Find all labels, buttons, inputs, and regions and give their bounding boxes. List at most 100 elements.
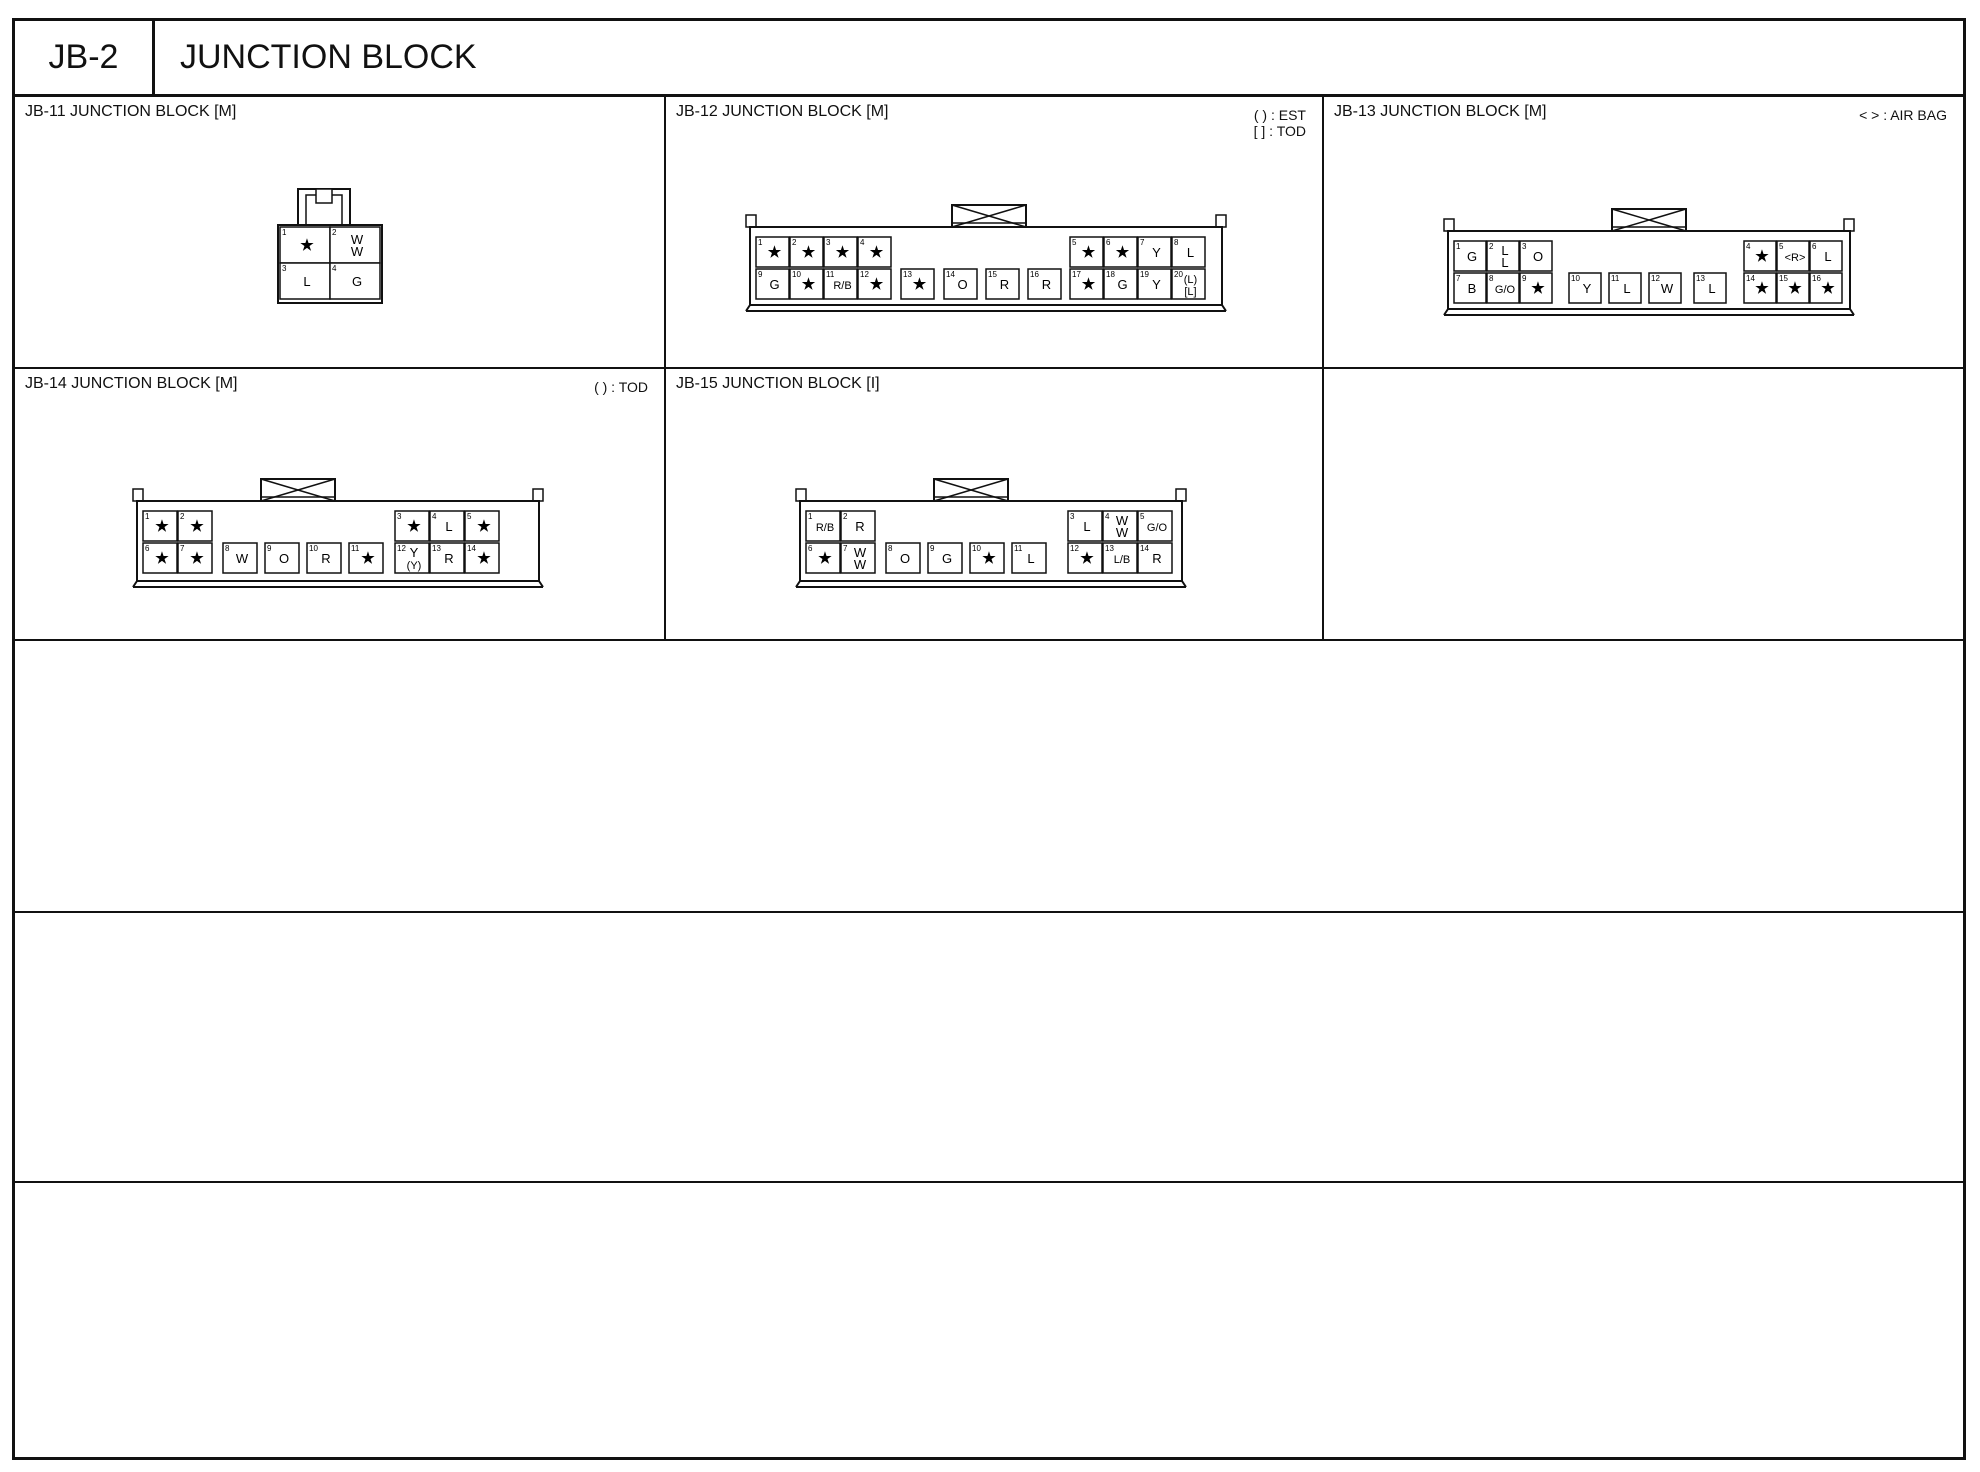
terminal-number: 5 [467, 512, 472, 521]
star-icon: ★ [1821, 280, 1835, 297]
star-icon: ★ [1116, 244, 1130, 261]
terminal-6: 6★ [142, 542, 178, 574]
terminal-7: 7★ [177, 542, 213, 574]
terminal-8: 8G/O [1486, 272, 1520, 304]
star-icon: ★ [1755, 280, 1769, 297]
connector-post [132, 488, 144, 502]
connector-post [1215, 214, 1227, 228]
connector-post [745, 214, 757, 228]
lock-tab-icon [1611, 208, 1687, 232]
terminal-13: 13L [1693, 272, 1727, 304]
terminal-cell [1453, 240, 1487, 272]
wire-color-label: L [1083, 519, 1090, 534]
terminal-10: 10R [306, 542, 342, 574]
terminal-number: 1 [758, 238, 763, 247]
terminal-3: 3L [1067, 510, 1103, 542]
diagram-sheet: JB-2 JUNCTION BLOCK JB-11 JUNCTION BLOCK… [12, 18, 1966, 1460]
wire-color-label: W [1116, 513, 1129, 528]
terminal-number: 2 [180, 512, 185, 521]
star-icon: ★ [477, 518, 491, 535]
terminal-number: 17 [1072, 270, 1081, 279]
terminal-12: 12★ [857, 268, 892, 300]
terminal-cell [857, 268, 892, 300]
terminal-4: 4L [429, 510, 465, 542]
terminal-number: 10 [792, 270, 801, 279]
terminal-6: 6★ [1103, 236, 1138, 268]
terminal-5: 5<R> [1776, 240, 1810, 272]
terminal-1: 1★ [142, 510, 178, 542]
lock-tab-icon [951, 204, 1027, 228]
terminal-1: 1★ [279, 226, 331, 264]
panel-title: JB-12 JUNCTION BLOCK [M] [676, 103, 889, 120]
wire-color-label: W [351, 232, 364, 247]
terminal-number: 13 [903, 270, 912, 279]
terminal-cell [1103, 268, 1138, 300]
wire-color-label: L [1501, 243, 1508, 258]
terminal-16: 16R [1027, 268, 1062, 300]
connector-base [1849, 308, 1855, 316]
terminal-number: 2 [332, 228, 337, 237]
terminal-number: 14 [946, 270, 955, 279]
wire-color-label: [L] [1184, 286, 1196, 298]
terminal-cell [755, 268, 790, 300]
terminal-number: 6 [145, 544, 150, 553]
star-icon: ★ [1082, 244, 1096, 261]
panel-jb13: JB-13 JUNCTION BLOCK [M] < > : AIR BAG 1… [1324, 97, 1963, 369]
star-icon: ★ [361, 550, 375, 567]
wire-color-label: G [1467, 249, 1477, 264]
star-icon: ★ [1082, 276, 1096, 293]
terminal-3: 3★ [394, 510, 430, 542]
terminal-cell [985, 268, 1020, 300]
wire-color-label: R [855, 519, 864, 534]
wire-color-label: L [1027, 551, 1034, 566]
terminal-7: 7B [1453, 272, 1487, 304]
terminal-cell [279, 262, 331, 300]
terminal-number: 1 [145, 512, 150, 521]
terminal-number: 6 [808, 544, 813, 553]
terminal-number: 3 [282, 264, 287, 273]
terminal-cell [823, 268, 858, 300]
panel-title: JB-15 JUNCTION BLOCK [I] [676, 375, 880, 392]
terminal-3: 3O [1519, 240, 1553, 272]
terminal-cell [1743, 240, 1777, 272]
terminal-cell [840, 542, 876, 574]
terminal-cell [394, 542, 430, 574]
terminal-number: 6 [1812, 242, 1817, 251]
wire-color-label: O [279, 551, 289, 566]
terminal-cell [1648, 272, 1682, 304]
terminal-number: 2 [792, 238, 797, 247]
terminal-cell [1067, 510, 1103, 542]
terminal-number: 9 [930, 544, 935, 553]
terminal-number: 8 [225, 544, 230, 553]
terminal-cell [1137, 236, 1172, 268]
terminal-number: 4 [1746, 242, 1751, 251]
sheet-id: JB-2 [15, 21, 155, 94]
connector-post [1175, 488, 1187, 502]
terminal-cell [900, 268, 935, 300]
terminal-cell [222, 542, 258, 574]
terminal-11: 11R/B [823, 268, 858, 300]
terminal-cell [1171, 268, 1206, 300]
wire-color-label: R [1152, 551, 1161, 566]
terminal-number: 16 [1030, 270, 1039, 279]
terminal-number: 14 [467, 544, 476, 553]
connector-base [1443, 308, 1449, 316]
wire-color-label: L [445, 519, 452, 534]
connector-housing [277, 224, 383, 304]
terminal-number: 10 [972, 544, 981, 553]
terminal-cell [1137, 542, 1173, 574]
terminal-number: 3 [397, 512, 402, 521]
terminal-cell [1171, 236, 1206, 268]
terminal-cell [279, 226, 331, 264]
connector-base [132, 580, 138, 588]
terminal-cell [1067, 542, 1103, 574]
star-icon: ★ [190, 550, 204, 567]
terminal-cell [264, 542, 300, 574]
terminal-number: 1 [808, 512, 813, 521]
wire-color-label: R/B [816, 522, 834, 534]
